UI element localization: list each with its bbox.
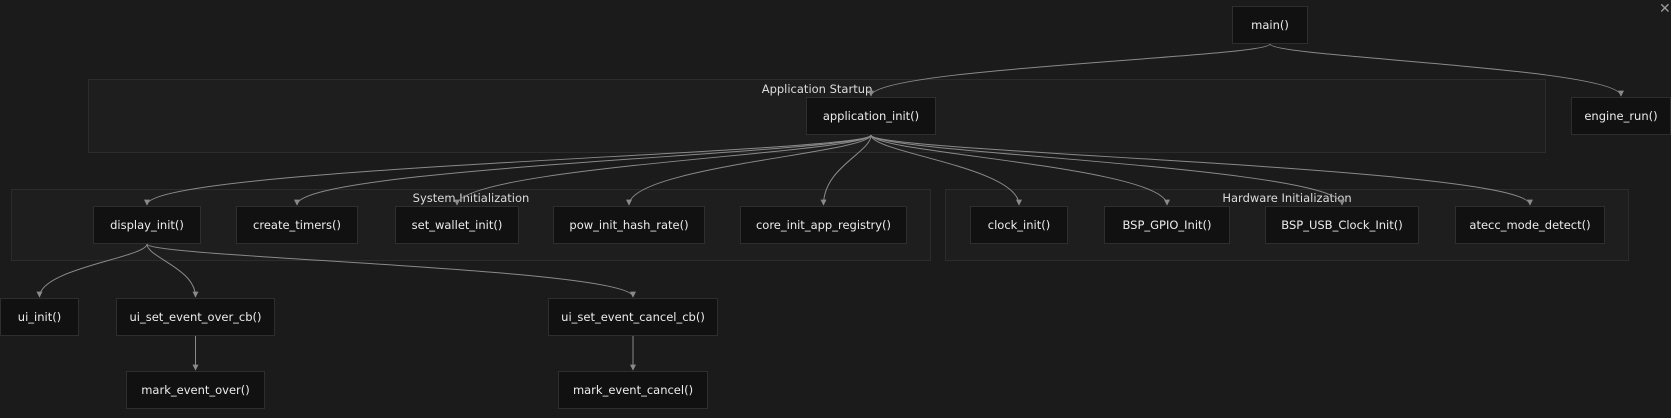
node-bsp-gpio-init[interactable]: BSP_GPIO_Init() (1104, 206, 1230, 244)
node-mark-event-over[interactable]: mark_event_over() (126, 371, 265, 409)
node-ui-init[interactable]: ui_init() (0, 298, 79, 336)
close-icon[interactable]: ✕ (1659, 1, 1671, 17)
cluster-label-hardware-initialization: Hardware Initialization (1222, 191, 1352, 205)
node-ui-set-event-over-cb[interactable]: ui_set_event_over_cb() (116, 298, 275, 336)
node-display-init[interactable]: display_init() (93, 206, 201, 244)
cluster-label-system-initialization: System Initialization (412, 191, 530, 205)
node-atecc-mode-detect[interactable]: atecc_mode_detect() (1455, 206, 1605, 244)
node-pow-init-hash-rate[interactable]: pow_init_hash_rate() (553, 206, 705, 244)
node-engine-run[interactable]: engine_run() (1571, 97, 1671, 135)
node-main[interactable]: main() (1232, 6, 1308, 44)
node-bsp-usb-clock-init[interactable]: BSP_USB_Clock_Init() (1265, 206, 1419, 244)
node-create-timers[interactable]: create_timers() (236, 206, 358, 244)
cluster-label-application-startup: Application Startup (761, 82, 873, 96)
node-application-init[interactable]: application_init() (806, 97, 936, 135)
node-core-init-app-registry[interactable]: core_init_app_registry() (740, 206, 907, 244)
node-ui-set-event-cancel-cb[interactable]: ui_set_event_cancel_cb() (548, 298, 718, 336)
node-clock-init[interactable]: clock_init() (970, 206, 1068, 244)
node-set-wallet-init[interactable]: set_wallet_init() (395, 206, 519, 244)
node-mark-event-cancel[interactable]: mark_event_cancel() (558, 371, 708, 409)
